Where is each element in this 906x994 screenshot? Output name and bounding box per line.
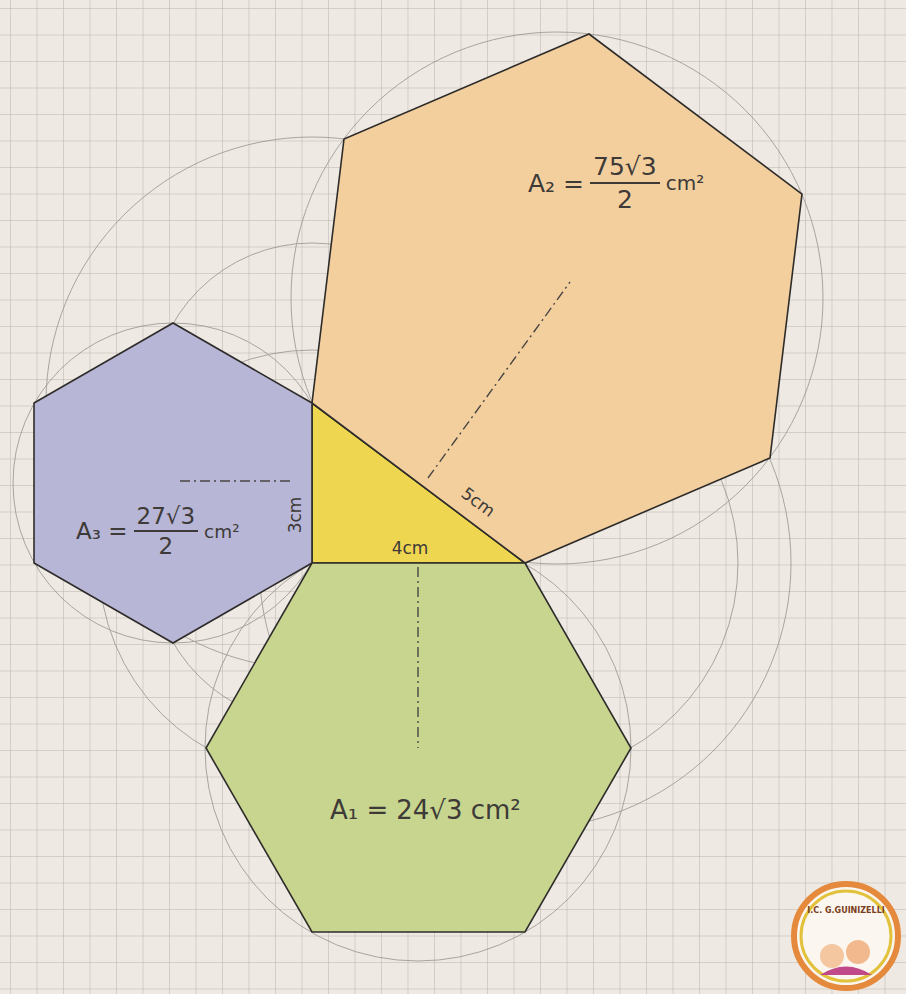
denominator: 2 [159, 532, 174, 559]
hexagon-shape [34, 323, 312, 643]
area-formula: A₃ =27√32cm² [76, 503, 240, 559]
area-hexagon: A₂ =75√32cm² [310, 32, 804, 565]
dimension-label: 3cm [285, 497, 305, 534]
area-hexagon: A₃ =27√32cm² [32, 321, 314, 645]
unit: cm² [666, 171, 705, 195]
fraction: 27√32 [134, 503, 199, 559]
apothem-line [180, 480, 292, 481]
denominator: 2 [617, 184, 633, 214]
fraction: 75√32 [590, 152, 660, 214]
area-name: A₂ = [528, 169, 584, 198]
numerator: 27√3 [134, 503, 199, 532]
hexagon-shape [206, 563, 631, 932]
hexagon-outline [310, 32, 804, 565]
logo-text: I.C. G.GUINIZELLI [807, 906, 884, 915]
dimension-label: 4cm [392, 538, 429, 558]
hexagon-shape [312, 34, 802, 563]
area-hexagon: A₁ = 24√3 cm² [204, 561, 633, 934]
numerator: 75√3 [590, 152, 660, 184]
apothem-line [417, 567, 418, 748]
area-value: 24√3 cm² [396, 795, 521, 825]
unit: cm² [204, 521, 239, 542]
area-name: A₃ = [76, 518, 128, 544]
area-formula: A₂ =75√32cm² [528, 152, 704, 214]
area-name: A₁ = [330, 795, 388, 825]
hexagon-outline [204, 561, 633, 934]
apothem-line [428, 282, 570, 478]
area-formula: A₁ = 24√3 cm² [330, 795, 521, 825]
logo [794, 884, 898, 988]
construction-circles [13, 32, 823, 961]
hexagon-outline [32, 321, 314, 645]
